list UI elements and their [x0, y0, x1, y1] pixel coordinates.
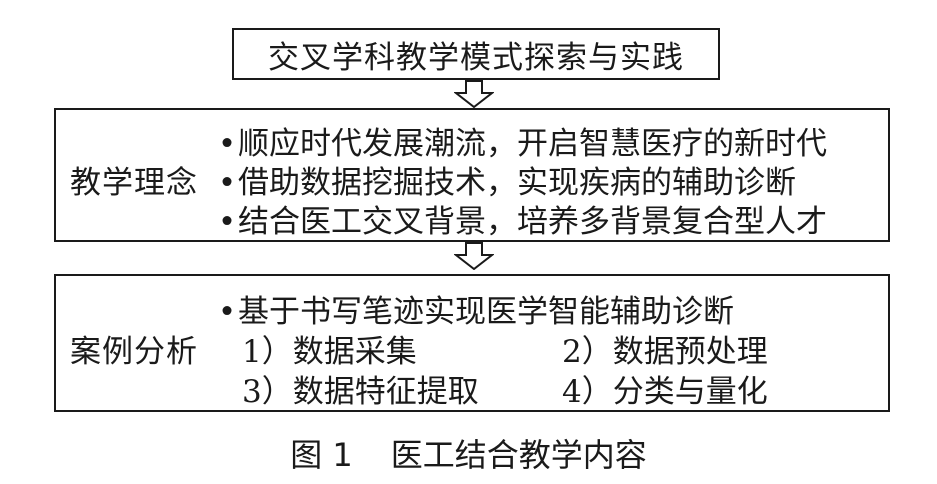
bullet-icon: • — [217, 126, 237, 162]
down-arrow-icon — [454, 80, 494, 108]
philosophy-item: •结合医工交叉背景，培养多背景复合型人才 — [217, 204, 827, 240]
figure-caption: 图 1 医工结合教学内容 — [0, 430, 937, 476]
diagram-top-box: 交叉学科教学模式探索与实践 — [232, 28, 720, 80]
philosophy-label: 教学理念 — [70, 165, 198, 201]
figure-title: 医工结合教学内容 — [390, 436, 647, 474]
bullet-icon: • — [217, 204, 237, 240]
case-step: 4）分类与量化 — [562, 374, 768, 410]
philosophy-item: •借助数据挖掘技术，实现疾病的辅助诊断 — [217, 165, 796, 201]
case-headline: •基于书写笔迹实现医学智能辅助诊断 — [217, 294, 734, 330]
bullet-icon: • — [217, 165, 237, 201]
philosophy-box: 教学理念 •顺应时代发展潮流，开启智慧医疗的新时代 •借助数据挖掘技术，实现疾病… — [54, 108, 890, 242]
case-label: 案例分析 — [70, 334, 198, 370]
case-box: 案例分析 •基于书写笔迹实现医学智能辅助诊断 1）数据采集 2）数据预处理 3）… — [54, 274, 890, 412]
top-box-title: 交叉学科教学模式探索与实践 — [268, 39, 684, 76]
figure-number: 图 1 — [290, 436, 353, 474]
case-step: 3）数据特征提取 — [242, 374, 479, 410]
case-step: 2）数据预处理 — [562, 334, 768, 370]
philosophy-item: •顺应时代发展潮流，开启智慧医疗的新时代 — [217, 126, 827, 162]
down-arrow-icon — [454, 242, 494, 270]
case-step: 1）数据采集 — [242, 334, 417, 370]
bullet-icon: • — [217, 294, 237, 330]
